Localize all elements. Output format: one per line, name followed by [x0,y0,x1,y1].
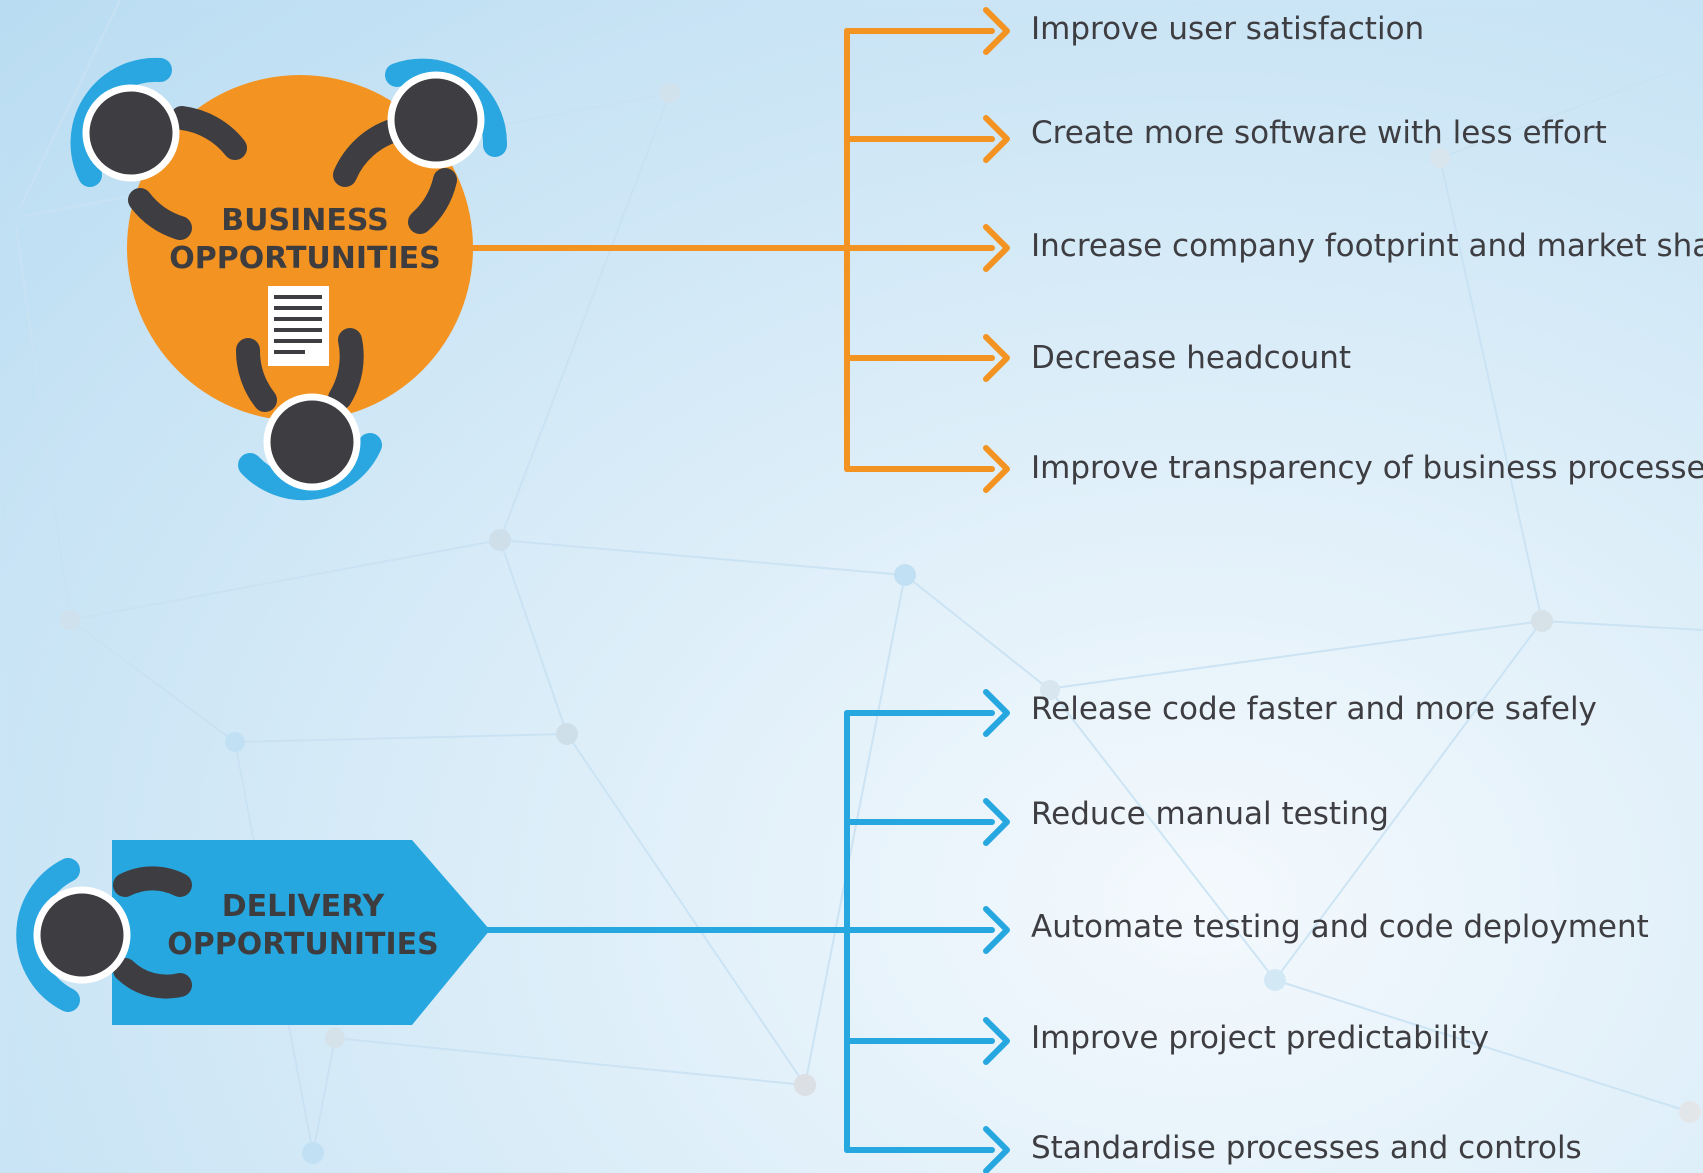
business-outcome: Create more software with less effort [1031,115,1607,151]
delivery-outcome: Automate testing and code deployment [1031,909,1649,945]
delivery-outcome: Reduce manual testing [1031,796,1389,832]
meeting-table-icon [70,57,508,501]
background-network [14,0,1703,1154]
person-icon [333,58,508,234]
delivery-arrow-3 [844,906,1010,954]
delivery-outcome: Standardise processes and controls [1031,1130,1582,1166]
delivery-outcome: Improve project predictability [1031,1020,1490,1056]
business-arrow-2 [844,115,1010,163]
business-outcome: Improve user satisfaction [1031,11,1425,47]
business-outcome: Improve transparency of business process… [1031,450,1703,486]
delivery-connectors [477,689,1010,1173]
business-outcome: Increase company footprint and market sh… [1031,228,1703,264]
business-arrow-4 [844,334,1010,382]
business-title-line2: OPPORTUNITIES [169,241,441,276]
business-outcome: Decrease headcount [1031,340,1352,376]
person-icon [70,57,247,240]
person-icon [16,858,192,1012]
business-arrow-1 [844,7,1010,55]
delivery-arrow-1 [844,689,1010,737]
person-icon [235,328,382,501]
background-nodes [5,83,1701,1164]
business-arrow-3 [844,224,1010,272]
business-opportunities-title: BUSINESS OPPORTUNITIES [160,202,450,278]
delivery-opportunities-title: DELIVERY OPPORTUNITIES [158,888,448,964]
delivery-title-line2: OPPORTUNITIES [167,927,439,962]
document-icon [268,286,329,366]
delivery-outcome: Release code faster and more safely [1031,691,1597,727]
delivery-arrow-5 [844,1126,1010,1173]
delivery-tag [16,840,490,1025]
business-arrow-5 [844,445,1010,493]
delivery-arrow-2 [844,798,1010,846]
business-connectors [467,7,1010,493]
delivery-arrow-4 [844,1017,1010,1065]
delivery-title-line1: DELIVERY [221,889,385,924]
business-title-line1: BUSINESS [221,203,389,238]
